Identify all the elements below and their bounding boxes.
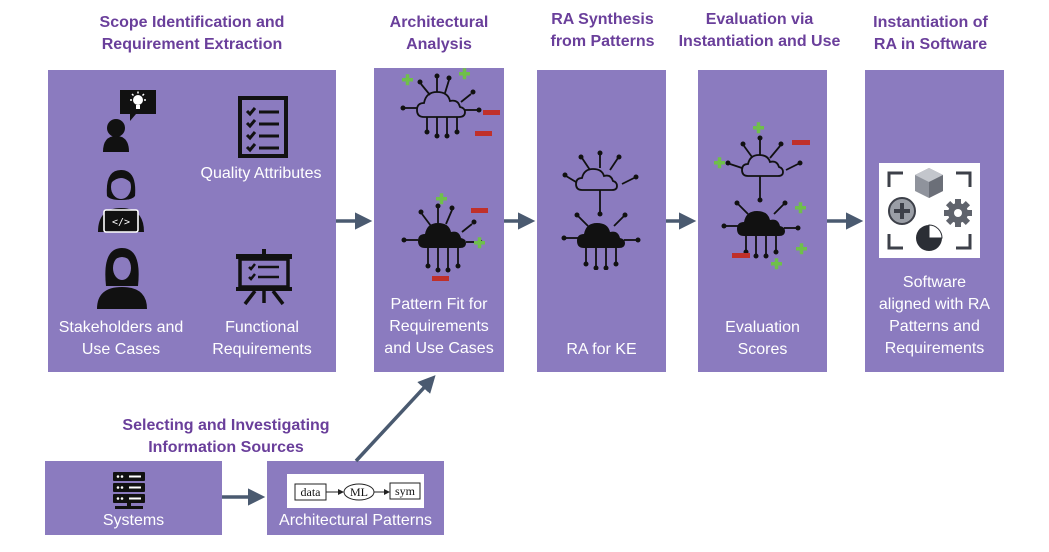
label-evaluation-line1: Evaluation — [725, 319, 800, 336]
stakeholder-idea-icon — [103, 90, 156, 152]
evaluated-cloud-network-icon — [714, 122, 810, 270]
heading-instantiation-line1: Instantiation of — [873, 14, 988, 31]
label-stakeholders-line1: Stakeholders and — [58, 319, 184, 336]
server-rack-icon — [113, 472, 145, 509]
heading-sources-line2: Information Sources — [148, 439, 304, 456]
label-pattern-fit-line1: Pattern Fit for — [390, 296, 488, 313]
heading-architectural: Architectural Analysis — [370, 12, 508, 56]
heading-sources: Selecting and Investigating Information … — [110, 415, 342, 459]
label-software-line2: aligned with RA — [878, 296, 991, 313]
box-synthesis — [537, 70, 666, 372]
label-pattern-fit-line2: Requirements — [389, 318, 489, 335]
data-ml-sym-pipeline: data ML sym — [294, 482, 421, 501]
pattern-node-ml: ML — [350, 485, 368, 499]
label-software-line3: Patterns and — [889, 318, 980, 335]
label-software-line4: Requirements — [884, 340, 985, 357]
heading-synthesis: RA Synthesis from Patterns — [535, 9, 670, 53]
label-pattern-fit-line3: and Use Cases — [384, 340, 494, 357]
user-woman-icon — [97, 248, 147, 309]
label-quality-attributes: Quality Attributes — [200, 165, 322, 182]
label-ra-for-ke: RA for KE — [566, 341, 637, 358]
label-evaluation-scores: Evaluation Scores — [700, 317, 825, 361]
box-architectural — [374, 68, 504, 372]
software-components-icon — [887, 168, 972, 251]
heading-evaluation: Evaluation via Instantiation and Use — [672, 9, 847, 53]
cloud-network-outline-icon — [400, 68, 500, 139]
label-software-line1: Software — [902, 274, 967, 291]
developer-icon: </> — [98, 170, 144, 233]
heading-synthesis-line2: from Patterns — [550, 33, 655, 50]
heading-scope-line2: Requirement Extraction — [101, 36, 283, 53]
heading-instantiation: Instantiation of RA in Software — [858, 12, 1003, 56]
stacked-cloud-network-icon — [561, 150, 641, 270]
label-functional-line2: Requirements — [212, 341, 312, 358]
heading-scope-line1: Scope Identification and — [99, 14, 285, 31]
heading-synthesis-line1: RA Synthesis — [551, 11, 654, 28]
label-systems: Systems — [102, 512, 165, 529]
arrow-patterns-to-architectural — [354, 375, 436, 463]
heading-architectural-line1: Architectural — [389, 14, 489, 31]
svg-text:</>: </> — [112, 217, 130, 228]
label-architectural-patterns: Architectural Patterns — [279, 512, 432, 529]
label-evaluation-line2: Scores — [737, 341, 788, 358]
heading-evaluation-line2: Instantiation and Use — [678, 33, 841, 50]
heading-evaluation-line1: Evaluation via — [705, 11, 814, 28]
label-functional-line1: Functional — [225, 319, 299, 336]
heading-instantiation-line2: RA in Software — [873, 36, 988, 53]
checklist-icon — [238, 96, 288, 158]
label-functional-requirements: Functional Requirements — [192, 317, 332, 361]
label-pattern-fit: Pattern Fit for Requirements and Use Cas… — [376, 294, 502, 360]
pattern-node-sym: sym — [395, 484, 416, 498]
heading-scope: Scope Identification and Requirement Ext… — [48, 12, 336, 56]
presentation-board-icon — [236, 249, 292, 306]
label-stakeholders: Stakeholders and Use Cases — [50, 317, 192, 361]
pattern-node-data: data — [301, 485, 322, 499]
heading-architectural-line2: Analysis — [406, 36, 472, 53]
label-stakeholders-line2: Use Cases — [81, 341, 161, 358]
cloud-network-filled-icon — [401, 193, 488, 281]
heading-sources-line1: Selecting and Investigating — [122, 417, 330, 434]
label-software-aligned: Software aligned with RA Patterns and Re… — [867, 272, 1002, 360]
